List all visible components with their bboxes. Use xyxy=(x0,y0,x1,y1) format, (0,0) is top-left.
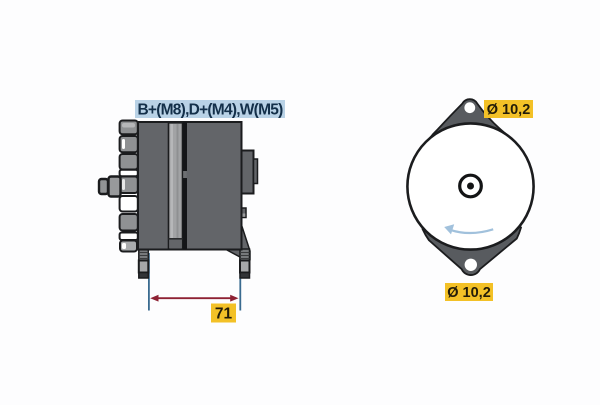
svg-text:Ø 10,2: Ø 10,2 xyxy=(487,102,531,118)
svg-text:Ø 10,2: Ø 10,2 xyxy=(447,285,491,301)
svg-text:71: 71 xyxy=(215,306,233,323)
svg-text:B+(M8),D+(M4),W(M5): B+(M8),D+(M4),W(M5) xyxy=(137,101,283,118)
